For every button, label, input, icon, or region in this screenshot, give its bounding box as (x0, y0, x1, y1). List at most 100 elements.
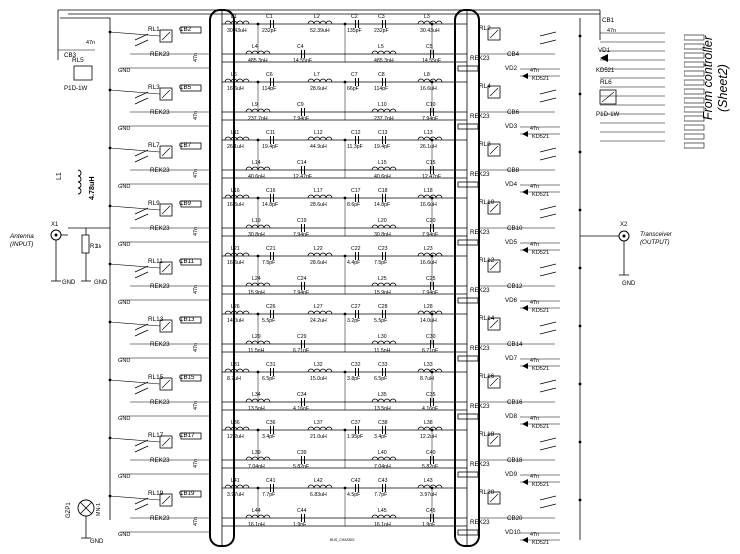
diode-type: KD521 (532, 366, 549, 372)
diode-ref: VD10 (505, 529, 521, 536)
part-value: 7.5pF (374, 260, 387, 266)
relay-coil-slash (489, 435, 499, 445)
part-value: 11.5nH (374, 348, 391, 354)
part-ref: L19 (252, 218, 261, 224)
part-ref: L27 (314, 304, 323, 310)
controller-pin (684, 115, 705, 122)
relay-wire (109, 495, 161, 501)
part-value: 7.7pF (262, 492, 275, 498)
inductor-symbol (417, 136, 443, 141)
switch-contact (134, 503, 149, 511)
controller-pin (684, 43, 705, 50)
part-ref: L11 (231, 130, 239, 136)
part-value: 30.8nH (374, 232, 391, 238)
part-value: 485.3nH (248, 58, 268, 64)
part-value: 16.6uH (227, 86, 244, 92)
cap-ref: CB14 (507, 341, 523, 348)
part-value: 12.47nF (293, 174, 312, 180)
inductor-symbol (307, 484, 333, 489)
switch-contact (134, 265, 149, 273)
inductor-symbol (417, 20, 443, 25)
filter-section: L616.6uHC6114pFL728.6uHC766pFC8114pFL816… (222, 72, 467, 122)
relay-coil-slash (161, 263, 171, 273)
junction-dot (343, 370, 347, 374)
part-ref: L37 (314, 420, 323, 426)
part-ref: L45 (378, 508, 387, 514)
relay-coil (487, 317, 501, 331)
part-ref: L4 (252, 44, 258, 50)
gdt-electrode (79, 501, 93, 515)
part-ref: C6 (266, 72, 273, 78)
cap-value: 47n (530, 358, 539, 364)
junction-dot (430, 370, 434, 374)
part-ref: C13 (378, 130, 388, 136)
part-ref: C7 (351, 72, 358, 78)
inductor-symbol (371, 514, 397, 519)
inductor-symbol (371, 224, 397, 229)
part-value: 7.94nF (422, 290, 438, 296)
relay-type: REK23 (150, 167, 170, 174)
relay-ref: RL7 (148, 142, 160, 149)
part-value: 19.4pF (374, 144, 390, 150)
relay-connector (457, 123, 479, 130)
part-ref: L32 (314, 362, 323, 368)
relay-wire (109, 379, 161, 385)
part-ref: C15 (426, 160, 436, 166)
inductor-symbol (371, 50, 397, 55)
part-value: 44.9uH (310, 144, 327, 150)
relay-type: REK23 (470, 171, 490, 178)
part-value: 15.0uH (310, 376, 327, 382)
part-value: 4.5pF (347, 492, 360, 498)
part-ref: C25 (426, 276, 436, 282)
junction-dot (430, 80, 434, 84)
controller-pin (684, 34, 705, 41)
filter-section: L2116.6uHC217.5pFL2228.6uHC224.4pFC237.5… (222, 246, 467, 296)
right-shield-wall (454, 9, 480, 547)
relay-coil (487, 27, 501, 41)
part-value: 16.6uH (420, 86, 437, 92)
left-switch-rail (60, 17, 111, 520)
part-ref: L38 (424, 420, 433, 426)
part-value: 232pF (374, 28, 389, 34)
relay-ref: RL4 (479, 83, 491, 90)
junction-dot (430, 196, 434, 200)
cap-ref: CB9 (179, 200, 192, 207)
part-ref: L8 (424, 72, 430, 78)
part-ref: C40 (426, 450, 436, 456)
junction-dot (256, 370, 260, 374)
cap-value: 47n (193, 401, 199, 410)
relay-type: REK23 (150, 515, 170, 522)
controller-pin (684, 79, 705, 86)
junction-dot (108, 378, 112, 382)
part-ref: C30 (426, 334, 436, 340)
relay-type: REK23 (470, 345, 490, 352)
part-value: 16.6uH (420, 202, 437, 208)
part-value: 3.4pF (374, 434, 387, 440)
switch-contact (134, 97, 149, 105)
switch-contact (539, 445, 557, 451)
switch-contact (134, 387, 149, 395)
cap-value: 47n (530, 68, 539, 74)
part-ref: C45 (426, 508, 436, 514)
inductor-symbol (307, 310, 333, 315)
part-ref: C32 (351, 362, 361, 368)
relay-type: REK23 (470, 55, 490, 62)
relay-wire (109, 321, 161, 327)
part-value: 1.95pF (347, 434, 363, 440)
switch-contact (134, 39, 149, 47)
junction-dot (578, 324, 582, 328)
switch-contact (539, 39, 557, 45)
junction-dot (256, 22, 260, 26)
part-ref: L21 (231, 246, 240, 252)
connector-pin (622, 234, 626, 238)
gnd-label: GND (118, 416, 130, 422)
cap-ref: CB15 (179, 374, 195, 381)
relay-type: REK23 (470, 229, 490, 236)
cap-ref: CB12 (507, 283, 523, 290)
part-ref: L41 (231, 478, 240, 484)
junction-dot (430, 486, 434, 490)
part-ref: C42 (351, 478, 361, 484)
